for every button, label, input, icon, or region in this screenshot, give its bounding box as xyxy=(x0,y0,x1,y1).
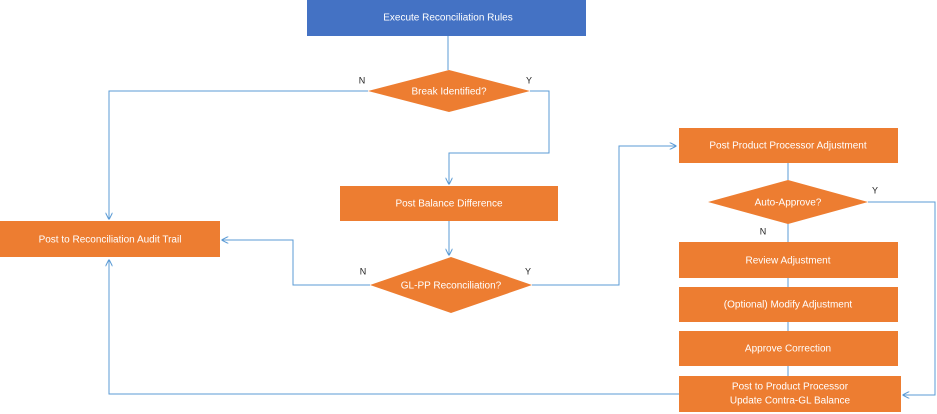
edge-break-no-to-audit xyxy=(109,90,368,219)
break-no-label: N xyxy=(359,75,366,85)
modify-adjustment-label: (Optional) Modify Adjustment xyxy=(724,300,853,311)
connectors xyxy=(109,36,936,395)
branch-labels: N Y N Y N Y xyxy=(359,75,878,276)
post-to-pp-line2: Update Contra-GL Balance xyxy=(730,396,851,407)
gl-pp-reconciliation-label: GL-PP Reconciliation? xyxy=(401,281,502,292)
post-balance-difference-label: Post Balance Difference xyxy=(395,199,503,210)
glpp-yes-label: Y xyxy=(525,266,531,276)
node-execute-rules: Execute Reconciliation Rules xyxy=(307,0,586,36)
execute-rules-label: Execute Reconciliation Rules xyxy=(383,13,513,24)
auto-yes-label: Y xyxy=(872,185,878,195)
decision-gl-pp-reconciliation: GL-PP Reconciliation? xyxy=(370,257,532,313)
post-audit-trail-label: Post to Reconciliation Audit Trail xyxy=(39,235,182,246)
node-post-pp-adjustment: Post Product Processor Adjustment xyxy=(679,128,898,163)
auto-approve-label: Auto-Approve? xyxy=(755,198,822,209)
post-pp-adjustment-label: Post Product Processor Adjustment xyxy=(709,141,867,152)
glpp-no-label: N xyxy=(360,266,367,276)
edge-post-to-audit xyxy=(109,260,679,395)
edge-auto-yes-to-post xyxy=(868,201,936,395)
edge-break-yes-to-balance xyxy=(449,90,550,184)
break-identified-label: Break Identified? xyxy=(411,87,486,98)
node-post-balance-difference: Post Balance Difference xyxy=(340,186,558,221)
review-adjustment-label: Review Adjustment xyxy=(745,256,830,267)
approve-correction-label: Approve Correction xyxy=(745,344,831,355)
auto-no-label: N xyxy=(760,226,767,236)
node-post-audit-trail: Post to Reconciliation Audit Trail xyxy=(0,221,220,257)
node-modify-adjustment: (Optional) Modify Adjustment xyxy=(679,287,898,322)
post-to-pp-line1: Post to Product Processor xyxy=(732,382,849,393)
decision-break-identified: Break Identified? xyxy=(368,70,530,112)
node-post-to-product-processor: Post to Product Processor Update Contra-… xyxy=(679,376,901,412)
decision-auto-approve: Auto-Approve? xyxy=(708,180,868,224)
edge-glpp-no-to-audit xyxy=(222,240,370,286)
break-yes-label: Y xyxy=(526,75,532,85)
edge-glpp-yes-to-ppadj xyxy=(532,146,676,286)
node-review-adjustment: Review Adjustment xyxy=(679,242,898,278)
node-approve-correction: Approve Correction xyxy=(679,331,898,366)
